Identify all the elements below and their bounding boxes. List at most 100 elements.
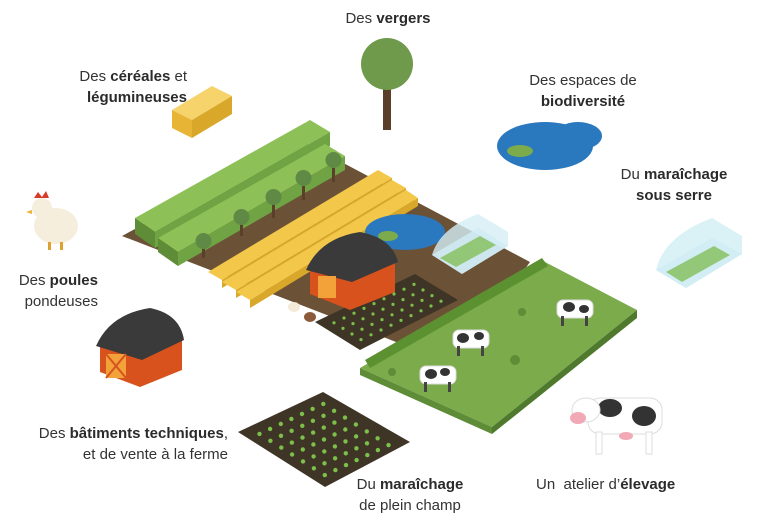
- pasture-edge: [360, 368, 492, 434]
- barn-icon: [96, 308, 184, 387]
- label-elevage: Un atelier d’élevage: [536, 474, 716, 495]
- seedling-dot: [322, 472, 327, 478]
- seedling-dot: [351, 322, 355, 326]
- seedling-dot: [419, 309, 423, 313]
- seedling-dot: [311, 466, 317, 471]
- label-legumineuses: légumineuses: [86, 89, 187, 106]
- seedling-dot: [341, 326, 345, 330]
- label-plein-champ-pre: Du: [356, 476, 380, 493]
- seedling-dot: [430, 294, 434, 298]
- seedling-dot: [401, 298, 405, 302]
- seedling-dot: [300, 447, 305, 452]
- pasture-cows: [419, 299, 594, 392]
- seedling-dot: [371, 312, 375, 316]
- label-biodiversite-pre: Des espaces de: [529, 72, 637, 89]
- label-plein-champ: Du maraîchage de plein champ: [340, 474, 480, 516]
- seedling-dot: [362, 306, 366, 310]
- label-cereales-post: et: [170, 68, 187, 85]
- seedling-dot: [310, 430, 316, 435]
- seedling-dot: [411, 293, 415, 297]
- seedling-dot: [369, 333, 373, 337]
- farm-chickens: [288, 302, 316, 322]
- label-poules-bold: poules: [49, 272, 98, 289]
- seedling-dot: [381, 307, 385, 311]
- label-cereales-bold: céréales: [110, 68, 171, 85]
- label-batiments-pre: Des: [38, 425, 70, 442]
- seedling-dot: [420, 298, 424, 302]
- greenhouse-icon: [656, 218, 742, 288]
- seedling-dot: [353, 434, 359, 439]
- seedling-dot: [289, 452, 295, 457]
- seedling-dot: [289, 416, 294, 422]
- seedling-dot: [332, 432, 337, 437]
- pasture-edge-right: [492, 310, 637, 434]
- seedling-dot: [372, 302, 376, 306]
- seedling-dot: [321, 437, 327, 442]
- seedling-dot: [278, 421, 283, 427]
- seedling-dot: [412, 282, 416, 286]
- label-serre-bold: maraîchage: [643, 166, 728, 183]
- seedling-dot: [343, 439, 348, 444]
- orchard-tree-icon: [361, 38, 413, 130]
- seedling-dot: [332, 456, 338, 461]
- seedling-dot: [268, 438, 273, 443]
- seedling-dot: [332, 321, 336, 325]
- label-cereales: Des céréales et légumineuses: [45, 66, 187, 108]
- seedling-dot: [382, 297, 386, 301]
- farm-plot-dots: [332, 282, 443, 342]
- seedling-dot: [399, 318, 403, 322]
- farm-greenhouse: [432, 214, 508, 274]
- label-batiments-post: ,: [223, 425, 228, 442]
- seedling-dot: [386, 442, 391, 448]
- orchard-trees: [195, 152, 342, 258]
- seedling-dot: [331, 408, 337, 413]
- seedling-dot: [392, 292, 396, 296]
- label-poules-pre: Des: [18, 272, 50, 289]
- icon-plot-dots: [257, 401, 391, 478]
- farm-barn: [306, 232, 398, 310]
- seedling-dot: [321, 413, 326, 418]
- seedling-dot: [311, 454, 316, 459]
- hedge-row: [365, 258, 548, 368]
- seedling-dot: [289, 428, 294, 433]
- seedling-dot: [364, 441, 370, 446]
- seedling-dot: [350, 332, 354, 336]
- seedling-dot: [352, 311, 356, 315]
- seedling-dot: [257, 431, 262, 437]
- hay-bale-icon: [172, 86, 232, 138]
- seedling-dot: [364, 429, 369, 434]
- seedling-dot: [310, 418, 316, 423]
- label-biodiversite: Des espaces de biodiversité: [518, 70, 648, 112]
- seedling-dot: [342, 415, 348, 420]
- seedling-dot: [354, 457, 359, 463]
- seedling-dot: [299, 411, 305, 417]
- seedling-dot: [429, 304, 433, 308]
- seedling-dot: [343, 462, 349, 468]
- seedling-dot: [321, 425, 326, 430]
- seedling-dot: [400, 308, 404, 312]
- seedling-dot: [410, 303, 414, 307]
- seedling-dot: [322, 449, 327, 454]
- seedling-dot: [310, 406, 315, 412]
- seedling-dot: [333, 467, 338, 473]
- seedling-dot: [359, 338, 363, 342]
- seedling-dot: [279, 445, 284, 450]
- seedling-dot: [409, 314, 413, 318]
- label-vergers: Des vergers: [333, 8, 443, 29]
- seedling-dot: [375, 447, 381, 453]
- seedling-dot: [300, 435, 305, 440]
- label-plein-champ-bold: maraîchage: [379, 476, 464, 493]
- seedling-dot: [332, 444, 338, 449]
- seedling-dot: [343, 451, 348, 456]
- seedling-dot: [300, 459, 306, 464]
- seedling-dot: [365, 452, 370, 458]
- open-field-plot: [315, 274, 458, 350]
- seedling-dot: [353, 422, 359, 427]
- seedling-dot: [289, 440, 295, 445]
- seedling-dot: [311, 442, 316, 447]
- label-de-plein-champ: de plein champ: [359, 497, 461, 514]
- seedling-dot: [375, 436, 380, 441]
- pasture-shrubs: [388, 308, 526, 376]
- seedling-dot: [342, 316, 346, 320]
